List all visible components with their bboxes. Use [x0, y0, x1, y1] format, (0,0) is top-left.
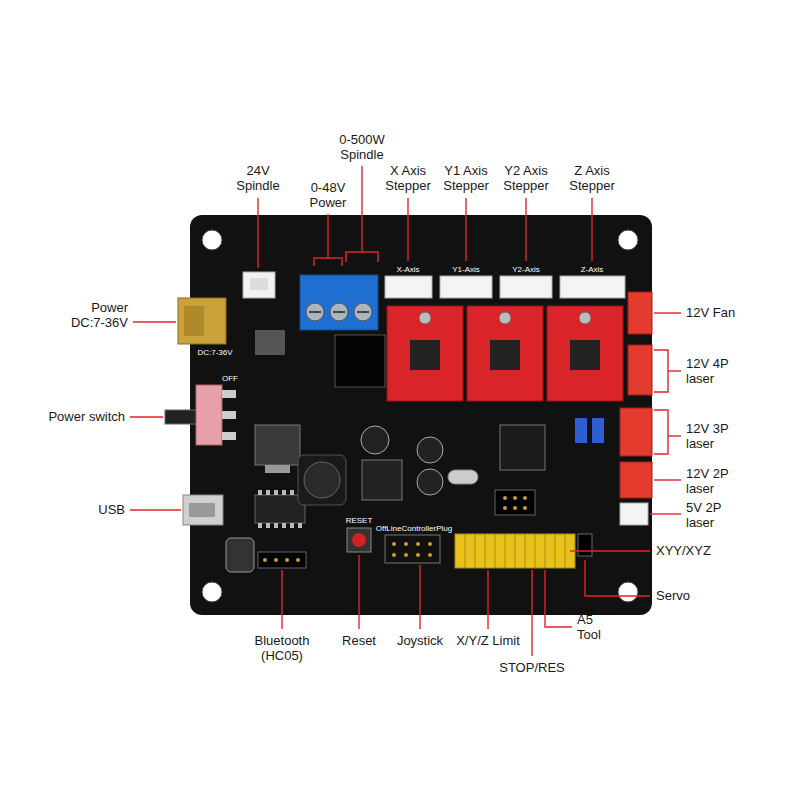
label-anchor: 0-500W Spindle — [331, 132, 393, 162]
callout-label: Servo — [656, 588, 726, 603]
silkscreen-text: Y1-Axis — [441, 265, 491, 274]
callout-label: Z Axis Stepper — [561, 163, 623, 193]
label-anchor: 24V Spindle — [228, 163, 288, 193]
label-anchor: Bluetooth (HC05) — [246, 633, 318, 663]
callout-label: Y2 Axis Stepper — [495, 163, 557, 193]
label-anchor: RESET — [339, 516, 379, 525]
label-anchor: A5 Tool — [577, 612, 613, 642]
label-anchor: Z-Axis — [567, 265, 617, 274]
callout-label: Y1 Axis Stepper — [435, 163, 497, 193]
callout-label: XYY/XYZ — [656, 543, 746, 558]
label-anchor: XYY/XYZ — [656, 543, 746, 558]
callout-label: 12V Fan — [686, 305, 756, 320]
callout-label: 12V 2P laser — [686, 466, 746, 496]
callout-label: USB — [65, 502, 125, 517]
silkscreen-text: DC:7-36V — [192, 348, 238, 357]
label-anchor: 12V 4P laser — [686, 356, 746, 386]
label-anchor: Power switch — [15, 409, 125, 424]
label-anchor: Joystick — [388, 633, 452, 648]
label-anchor: USB — [65, 502, 125, 517]
label-anchor: Y1-Axis — [441, 265, 491, 274]
label-anchor: Y1 Axis Stepper — [435, 163, 497, 193]
callout-label: 0-500W Spindle — [331, 132, 393, 162]
label-anchor: X/Y/Z Limit — [449, 633, 527, 648]
callout-label: 12V 3P laser — [686, 421, 746, 451]
label-anchor: Z Axis Stepper — [561, 163, 623, 193]
label-anchor: 0-48V Power — [301, 180, 356, 210]
label-anchor: OFF — [218, 374, 242, 383]
callout-label: Reset — [334, 633, 384, 648]
callout-label: Power switch — [15, 409, 125, 424]
silkscreen-text: Y2-Axis — [501, 265, 551, 274]
callout-label: 12V 4P laser — [686, 356, 746, 386]
label-anchor: X Axis Stepper — [377, 163, 439, 193]
label-anchor: Y2 Axis Stepper — [495, 163, 557, 193]
silkscreen-text: Z-Axis — [567, 265, 617, 274]
callout-label: 5V 2P laser — [686, 500, 746, 530]
label-anchor: Y2-Axis — [501, 265, 551, 274]
callout-label: Bluetooth (HC05) — [246, 633, 318, 663]
callout-label: 24V Spindle — [228, 163, 288, 193]
label-anchor: Servo — [656, 588, 726, 603]
label-anchor: 5V 2P laser — [686, 500, 746, 530]
callout-label: Joystick — [388, 633, 452, 648]
callout-label: X/Y/Z Limit — [449, 633, 527, 648]
label-anchor: X-Axis — [383, 265, 433, 274]
label-anchor: Reset — [334, 633, 384, 648]
callout-label: STOP/RES — [492, 660, 572, 675]
silkscreen-text: OffLineControllerPlug — [366, 524, 462, 533]
callout-label: 0-48V Power — [301, 180, 356, 210]
label-anchor: 12V 2P laser — [686, 466, 746, 496]
label-anchor: DC:7-36V — [192, 348, 238, 357]
silkscreen-text: X-Axis — [383, 265, 433, 274]
label-anchor: 12V 3P laser — [686, 421, 746, 451]
label-anchor: Power DC:7-36V — [56, 300, 128, 330]
label-anchor: OffLineControllerPlug — [366, 524, 462, 533]
callout-label: Power DC:7-36V — [56, 300, 128, 330]
silkscreen-text: OFF — [218, 374, 242, 383]
label-anchor: 12V Fan — [686, 305, 756, 320]
callout-label: A5 Tool — [577, 612, 613, 642]
silkscreen-text: RESET — [339, 516, 379, 525]
callout-label: X Axis Stepper — [377, 163, 439, 193]
label-anchor: STOP/RES — [492, 660, 572, 675]
